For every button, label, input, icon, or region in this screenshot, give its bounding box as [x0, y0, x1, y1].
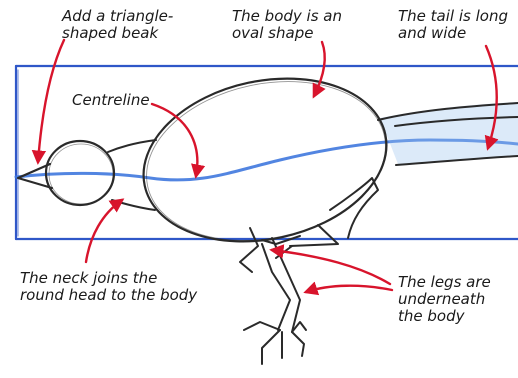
- neck-note-line-1: The neck joins the: [20, 270, 197, 287]
- arrow-neck: [86, 200, 122, 262]
- centreline-note-line: Centreline: [72, 92, 150, 109]
- legs-note-line-3: the body: [398, 308, 491, 325]
- tail-fill: [380, 102, 518, 164]
- arrow-beak: [38, 40, 64, 162]
- body-note-line-2: oval shape: [232, 25, 342, 42]
- legs-note: The legs are underneath the body: [398, 274, 491, 325]
- pointer-arrows: [38, 40, 497, 292]
- neck-note: The neck joins the round head to the bod…: [20, 270, 197, 304]
- arrow-body: [314, 42, 325, 96]
- legs-note-line-2: underneath: [398, 291, 491, 308]
- tail-note-line-2: and wide: [398, 25, 508, 42]
- beak-note: Add a triangle- shaped beak: [62, 8, 173, 42]
- arrow-legs-lower: [306, 286, 392, 292]
- beak-note-line-1: Add a triangle-: [62, 8, 173, 25]
- legs-note-line-1: The legs are: [398, 274, 491, 291]
- tail-note: The tail is long and wide: [398, 8, 508, 42]
- legs: [240, 178, 378, 364]
- beak-note-line-2: shaped beak: [62, 25, 173, 42]
- neck-note-line-2: round head to the body: [20, 287, 197, 304]
- body-oval: [128, 57, 401, 263]
- centreline-note: Centreline: [72, 92, 150, 109]
- body-note: The body is an oval shape: [232, 8, 342, 42]
- tail-note-line-1: The tail is long: [398, 8, 508, 25]
- body-note-line-1: The body is an: [232, 8, 342, 25]
